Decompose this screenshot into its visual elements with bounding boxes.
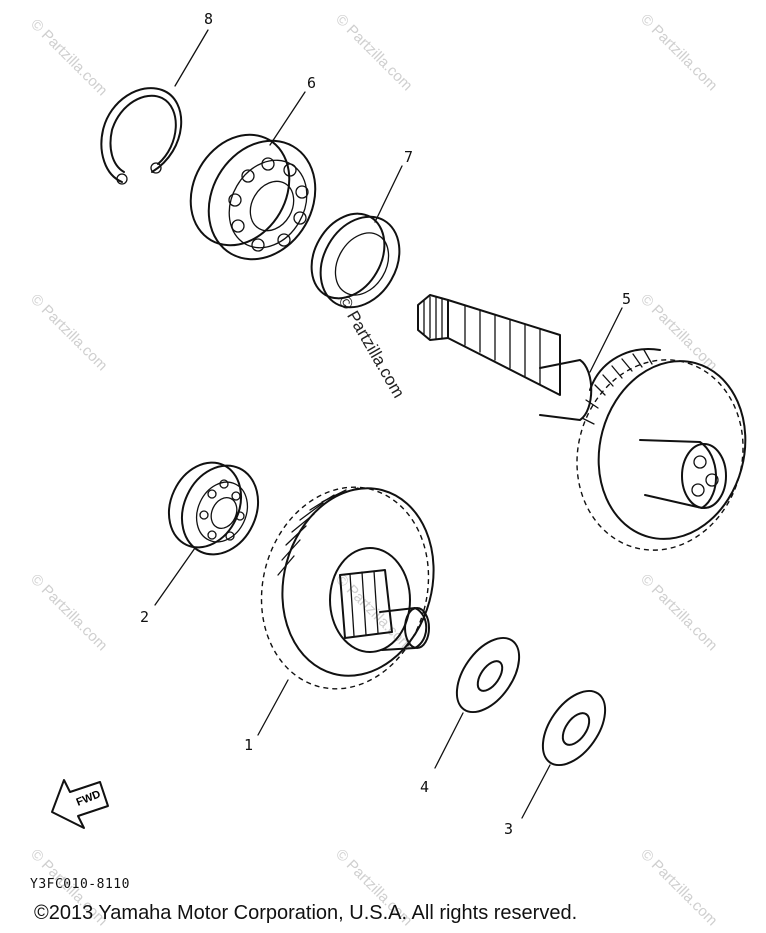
callout-8: 8 — [204, 10, 213, 28]
part-7-seal: 7 — [310, 148, 413, 309]
part-1-gear: 1 — [244, 486, 435, 754]
part-5-shaft: 5 — [417, 290, 747, 551]
watermark: © Partzilla.com — [332, 571, 415, 654]
helical-teeth — [277, 487, 359, 576]
part-2-bearing: 2 — [140, 461, 259, 626]
part-3-washer: 3 — [504, 689, 607, 838]
watermark: © Partzilla.com — [27, 16, 110, 99]
part-4-washer: 4 — [420, 636, 521, 796]
watermark: © Partzilla.com — [332, 11, 415, 94]
watermarks: © Partzilla.com © Partzilla.com © Partzi… — [27, 11, 720, 929]
drawing-code: Y3FC010-8110 — [30, 877, 130, 892]
callout-2: 2 — [140, 608, 149, 626]
part-6-bearing: 6 — [189, 74, 317, 261]
watermark: © Partzilla.com — [27, 571, 110, 654]
callout-5: 5 — [622, 290, 631, 308]
gear-teeth — [581, 349, 653, 425]
watermark: © Partzilla.com — [27, 291, 110, 374]
callout-4: 4 — [420, 778, 429, 796]
callout-1: 1 — [244, 736, 253, 754]
fwd-arrow-icon: FWD — [51, 779, 109, 829]
watermark: © Partzilla.com — [637, 11, 720, 94]
bearing-balls — [228, 157, 309, 252]
fwd-label: FWD — [75, 788, 103, 809]
callout-6: 6 — [307, 74, 316, 92]
copyright-notice: ©2013 Yamaha Motor Corporation, U.S.A. A… — [34, 902, 578, 924]
watermark: © Partzilla.com — [637, 571, 720, 654]
watermark: © Partzilla.com — [637, 846, 720, 929]
part-8-circlip: 8 — [100, 10, 213, 185]
watermark-center: © Partzilla.com — [335, 293, 409, 402]
callout-7: 7 — [404, 148, 413, 166]
callout-3: 3 — [504, 820, 513, 838]
